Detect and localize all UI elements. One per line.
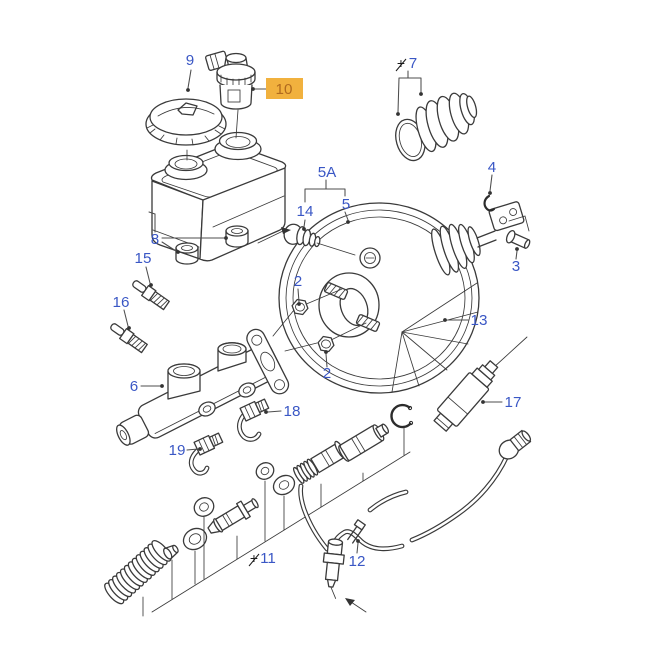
mounting-nut-lower bbox=[317, 335, 335, 353]
fluid-level-sensor-cap bbox=[205, 50, 256, 110]
section-arrow bbox=[257, 227, 291, 244]
boot-bellows bbox=[395, 92, 478, 162]
callout-10[interactable]: 10 bbox=[266, 78, 303, 99]
kit-bracket-line bbox=[142, 427, 411, 617]
cap-knurling bbox=[146, 124, 226, 146]
continuation-arrow bbox=[345, 598, 367, 613]
callout-2-upper[interactable]: 2 bbox=[294, 273, 302, 290]
leader-lines bbox=[123, 69, 519, 554]
master-cylinder bbox=[116, 328, 290, 446]
callout-12[interactable]: 12 bbox=[349, 553, 366, 570]
callout-8[interactable]: 8 bbox=[151, 231, 159, 248]
servo-pushrod-boot bbox=[431, 223, 497, 276]
vacuum-hose-assembly bbox=[298, 429, 532, 613]
snap-ring bbox=[390, 403, 414, 429]
pipe-union-19 bbox=[188, 432, 224, 476]
callout-15[interactable]: 15 bbox=[135, 250, 152, 267]
callout-16[interactable]: 16 bbox=[113, 294, 130, 311]
servo-check-valve-grommet bbox=[283, 223, 321, 248]
sensor-cap-knurling bbox=[220, 74, 252, 87]
pipe-union-18 bbox=[236, 398, 270, 442]
callout-18[interactable]: 18 bbox=[284, 403, 301, 420]
pressure-switch bbox=[433, 336, 528, 432]
callout-9[interactable]: 9 bbox=[186, 52, 194, 69]
callout-5a[interactable]: 5A bbox=[318, 164, 337, 181]
callout-2-lower[interactable]: 2 bbox=[323, 365, 331, 382]
reservoir-grommet-right bbox=[225, 225, 249, 248]
callouts: 9 10 8 15 16 5A 14 5 2 2 4 3 + 7 13 6 18… bbox=[113, 52, 522, 570]
callout-3[interactable]: 3 bbox=[512, 258, 520, 275]
pushrod-clevis bbox=[488, 201, 525, 232]
clevis-guide-lines bbox=[508, 215, 530, 232]
callout-10-text: 10 bbox=[276, 81, 293, 98]
retaining-clip bbox=[483, 194, 496, 212]
callout-14[interactable]: 14 bbox=[297, 203, 314, 220]
callout-4[interactable]: 4 bbox=[488, 159, 496, 176]
bleed-screw-16 bbox=[110, 323, 148, 354]
callout-highlight bbox=[266, 78, 303, 99]
reservoir-grommet-left bbox=[175, 242, 199, 265]
mounting-nut-upper bbox=[291, 298, 309, 316]
hose-connector-cap bbox=[498, 429, 532, 460]
callout-7-text: 7 bbox=[409, 55, 417, 72]
callout-5[interactable]: 5 bbox=[342, 196, 350, 213]
hose-clamp bbox=[347, 519, 366, 544]
slashed-plus-icon bbox=[395, 58, 407, 72]
diaphragm-fan-lines bbox=[391, 282, 479, 393]
callout-19[interactable]: 19 bbox=[169, 442, 186, 459]
callout-11-prefix: + bbox=[250, 550, 258, 566]
callout-7-prefix: + bbox=[397, 55, 405, 71]
callout-17[interactable]: 17 bbox=[505, 394, 522, 411]
servo-mounting-studs bbox=[272, 282, 381, 352]
reservoir-cap bbox=[145, 98, 227, 146]
clevis-pin bbox=[505, 229, 531, 249]
callout-13[interactable]: 13 bbox=[471, 312, 488, 329]
callout-6[interactable]: 6 bbox=[130, 378, 138, 395]
hose-elbow-fitting bbox=[322, 538, 345, 599]
callout-11-text: 11 bbox=[260, 550, 276, 567]
valve-guide-line bbox=[316, 242, 356, 256]
slashed-plus-icon bbox=[248, 553, 260, 567]
callout-11[interactable]: + 11 bbox=[248, 550, 276, 567]
bleed-screw-15 bbox=[132, 280, 170, 311]
return-spring bbox=[104, 539, 172, 605]
callout-7[interactable]: + 7 bbox=[395, 55, 417, 72]
piston-repair-kit bbox=[104, 403, 414, 617]
